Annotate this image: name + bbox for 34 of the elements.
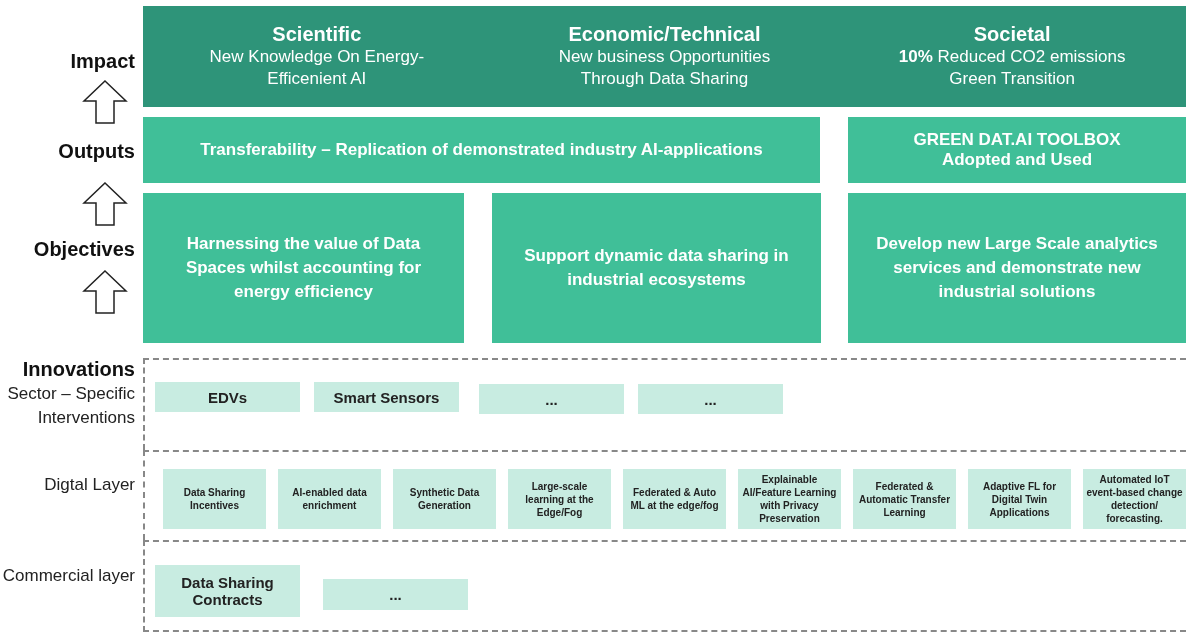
output-box: GREEN DAT.AI TOOLBOX Adopted and Used (848, 117, 1186, 183)
digital-layer-box: Explainable AI/Feature Learning with Privacy Preservation (738, 469, 841, 529)
layer-title: Digtal Layer (43, 474, 135, 496)
digital-layer-box: Federated & Automatic Transfer Learning (853, 469, 956, 529)
intervention-box: ... (479, 384, 624, 414)
output-box: Transferability – Replication of demonstrated industry AI-applications (143, 117, 820, 183)
row-heading: Objectives (32, 238, 135, 261)
column-heading: Economic/Technical (568, 23, 761, 46)
digital-layer-box: Data Sharing Incentives (163, 469, 266, 529)
intervention-box: EDVs (155, 382, 300, 412)
intervention-box: ... (638, 384, 783, 414)
column-heading: Scientific (272, 23, 362, 46)
impact-description: New business Opportunities Through Data Sharing (557, 46, 772, 90)
row-heading: Innovations (21, 358, 135, 381)
digital-layer-box: Large-scale learning at the Edge/Fog (508, 469, 611, 529)
impact-description: 10% Reduced CO2 emissions Green Transition (897, 46, 1127, 90)
row-heading: Impact (69, 50, 135, 73)
digital-layer-box: Automated IoT event-based change detection/ forecasting. (1083, 469, 1186, 529)
intervention-box: ... (323, 579, 468, 610)
digital-layer-box: Federated & Auto ML at the edge/fog (623, 469, 726, 529)
layer-title: Sector – Specific Interventions (6, 383, 135, 429)
objective-box: Support dynamic data sharing in industrial ecosystems (492, 193, 821, 343)
impact-description: New Knowledge On Energy-Efficenient AI (208, 46, 426, 90)
column-heading: Societal (973, 23, 1051, 46)
intervention-box: Data Sharing Contracts (155, 565, 300, 617)
objective-box: Harnessing the value of Data Spaces whilst accounting for energy efficiency (143, 193, 464, 343)
intervention-box: Smart Sensors (314, 382, 459, 412)
digital-layer-box: AI-enabled data enrichment (278, 469, 381, 529)
objective-box: Develop new Large Scale analytics services and demonstrate new industrial solutions (848, 193, 1186, 343)
digital-layer-box: Adaptive FL for Digital Twin Applications (968, 469, 1071, 529)
layer-title: Commercial layer (1, 565, 135, 587)
row-heading: Outputs (57, 140, 135, 163)
impact-banner (143, 6, 1186, 107)
digital-layer-box: Synthetic Data Generation (393, 469, 496, 529)
